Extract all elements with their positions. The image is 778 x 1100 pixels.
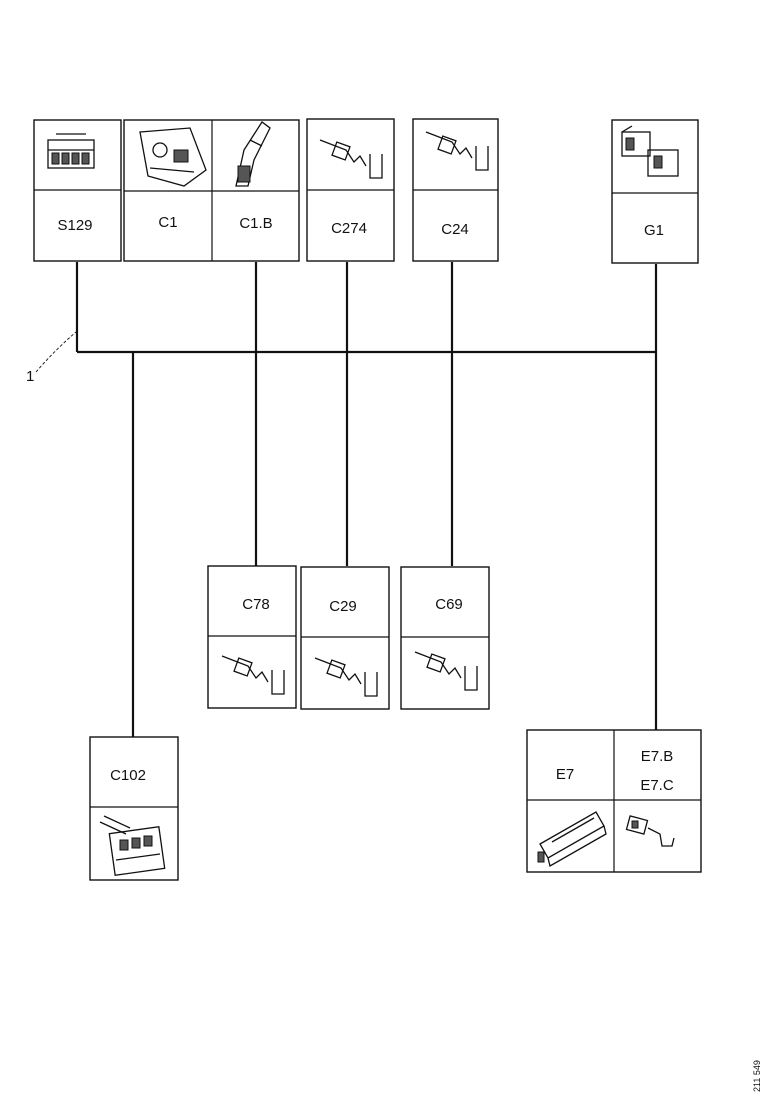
- connector-g1-frame: [611, 119, 699, 264]
- connector-c1b-label: C1.B: [239, 215, 272, 232]
- connector-c274: C274: [306, 118, 395, 262]
- connector-c78-label: C78: [242, 596, 270, 613]
- connector-c69-label: C69: [435, 596, 463, 613]
- long-connector-icon: [537, 811, 607, 867]
- small-terminal-icon: [625, 815, 675, 847]
- callout-label: 1: [26, 368, 34, 385]
- wired-connector-icon: [99, 815, 166, 877]
- connector-g1: G1: [611, 119, 699, 264]
- connector-c102-frame: [89, 736, 179, 881]
- terminal-icon: [414, 651, 478, 691]
- connector-c78-frame: [207, 565, 297, 709]
- pin-connector-icon: [235, 121, 271, 187]
- connector-c29-label: C29: [329, 598, 357, 615]
- connector-c29: C29: [300, 566, 390, 710]
- terminal-icon: [314, 657, 378, 697]
- connector-s129: S129: [33, 119, 122, 262]
- terminal-icon: [319, 139, 383, 179]
- callout-leader: [35, 331, 77, 373]
- dual-connector-icon: [621, 125, 679, 177]
- connector-c29-frame: [300, 566, 390, 710]
- harness-wires: [75, 262, 658, 737]
- connector-c24-label: C24: [441, 221, 469, 238]
- large-connector-icon: [139, 127, 207, 187]
- connector-c102: C102: [89, 736, 179, 881]
- reference-code: 211 549: [752, 1060, 762, 1092]
- callout-1: 1: [26, 331, 77, 385]
- connector-e7-label: E7: [556, 766, 574, 783]
- connector-g1-label: G1: [644, 222, 664, 239]
- connector-e7b-label: E7.B: [641, 748, 674, 765]
- connector-c78: C78: [207, 565, 297, 709]
- connector-e7-group: E7 E7.B E7.C: [526, 729, 702, 873]
- connector-c1-group: C1 C1.B: [123, 119, 300, 262]
- connector-c1-label: C1: [158, 214, 177, 231]
- multi-pin-connector-icon: [47, 133, 95, 169]
- connector-e7c-label: E7.C: [640, 777, 674, 794]
- connector-c69-frame: [400, 566, 490, 710]
- terminal-icon: [425, 131, 489, 171]
- connector-c69: C69: [400, 566, 490, 710]
- connector-c102-label: C102: [110, 767, 146, 784]
- connector-c274-label: C274: [331, 220, 367, 237]
- connector-s129-label: S129: [57, 217, 92, 234]
- terminal-icon: [221, 655, 285, 695]
- connector-c24: C24: [412, 118, 499, 262]
